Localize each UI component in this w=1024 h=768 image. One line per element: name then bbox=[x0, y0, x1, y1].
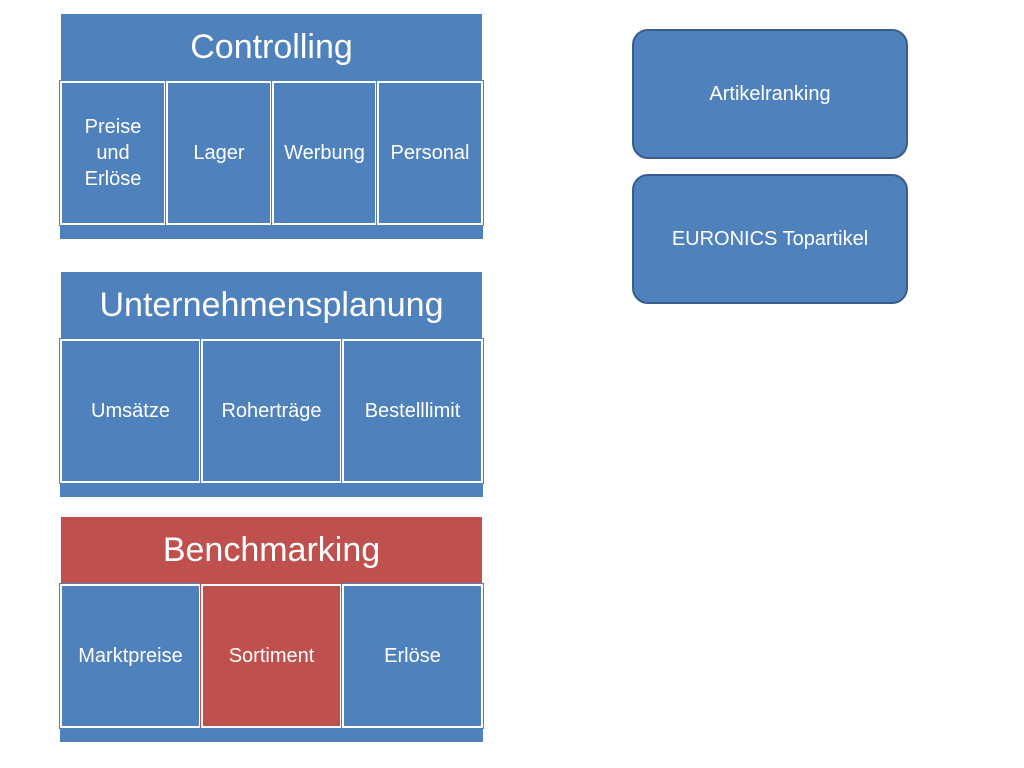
euronics-topartikel-box: EURONICS Topartikel bbox=[632, 174, 908, 304]
benchmarking-cell-erloese: Erlöse bbox=[341, 583, 484, 729]
controlling-group: Controlling Preise und Erlöse Lager Werb… bbox=[59, 13, 484, 241]
controlling-cell-werbung: Werbung bbox=[271, 80, 378, 226]
benchmarking-footer-bar bbox=[60, 728, 483, 742]
benchmarking-cell-sortiment: Sortiment bbox=[200, 583, 343, 729]
artikelranking-box: Artikelranking bbox=[632, 29, 908, 159]
controlling-cell-preise-und-erloese: Preise und Erlöse bbox=[59, 80, 167, 226]
unternehmensplanung-title: Unternehmensplanung bbox=[60, 271, 483, 339]
controlling-title: Controlling bbox=[60, 13, 483, 81]
benchmarking-title: Benchmarking bbox=[60, 516, 483, 584]
controlling-cell-personal: Personal bbox=[376, 80, 484, 226]
unternehmensplanung-group: Unternehmensplanung Umsätze Roherträge B… bbox=[59, 271, 484, 499]
unternehmensplanung-cell-bestelllimit: Bestelllimit bbox=[341, 338, 484, 484]
controlling-cell-lager: Lager bbox=[165, 80, 273, 226]
benchmarking-group: Benchmarking Marktpreise Sortiment Erlös… bbox=[59, 516, 484, 744]
unternehmensplanung-cell-rohertraege: Roherträge bbox=[200, 338, 343, 484]
controlling-footer-bar bbox=[60, 225, 483, 239]
unternehmensplanung-cell-umsaetze: Umsätze bbox=[59, 338, 202, 484]
unternehmensplanung-footer-bar bbox=[60, 483, 483, 497]
benchmarking-cell-marktpreise: Marktpreise bbox=[59, 583, 202, 729]
